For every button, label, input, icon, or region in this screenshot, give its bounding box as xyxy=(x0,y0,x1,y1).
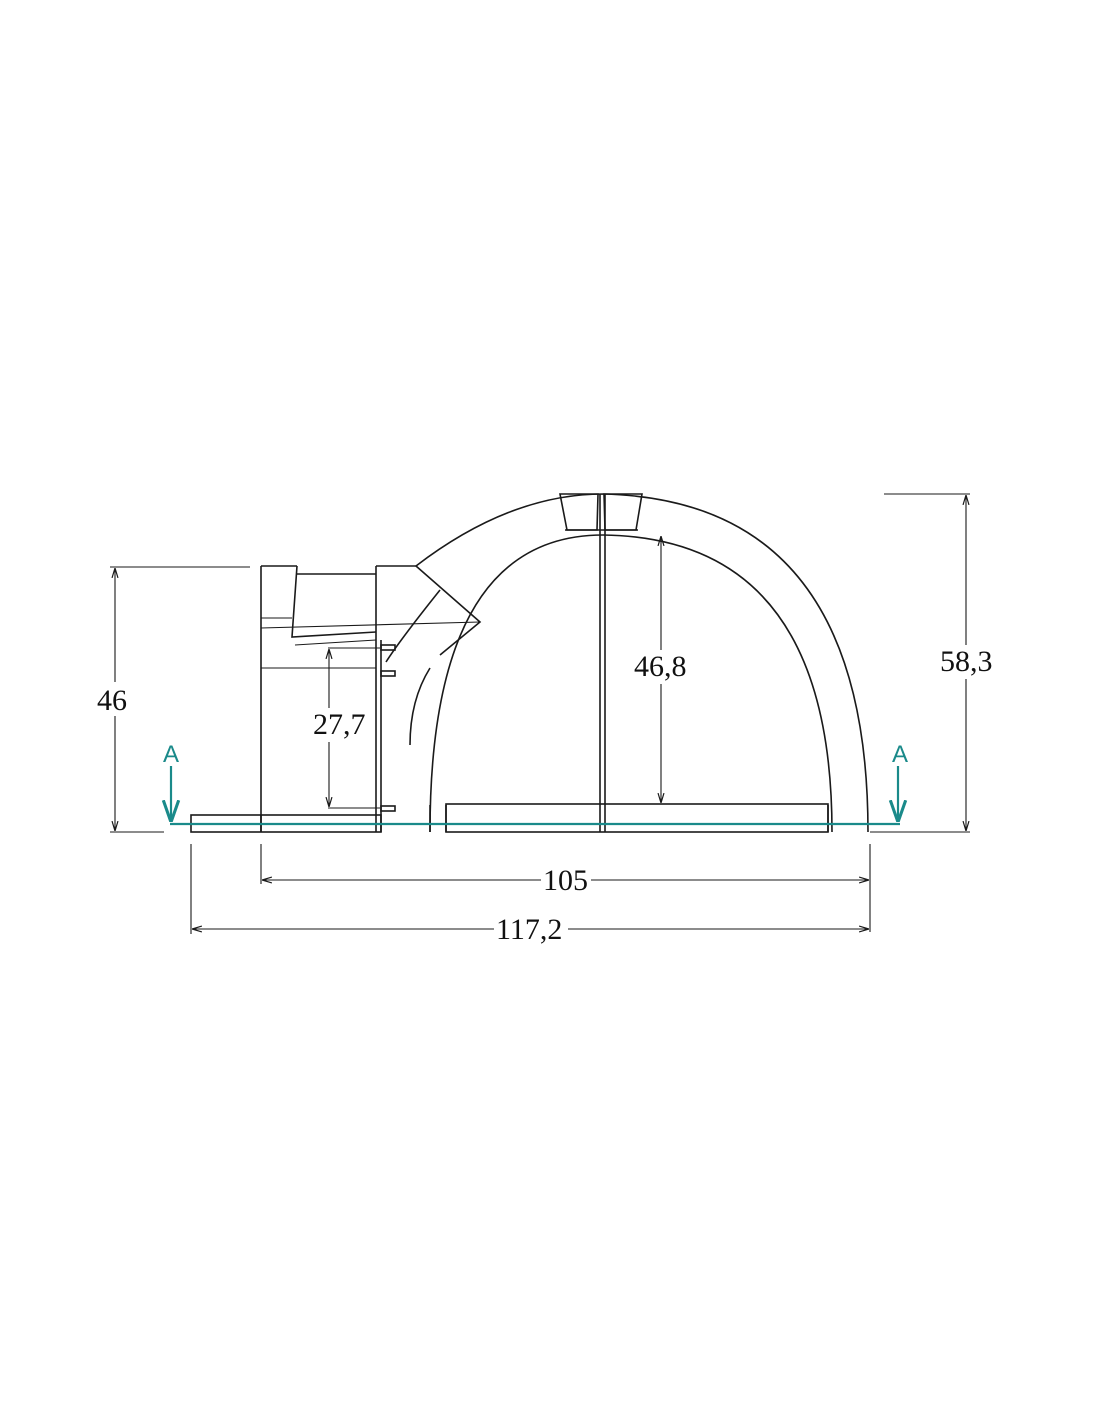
door-hood-line-2 xyxy=(260,621,481,629)
dim-inner-height: 46,8 xyxy=(632,537,692,802)
dim-oven-width: 105 xyxy=(260,844,871,932)
flue-shape xyxy=(415,565,482,656)
dim-front-height: 46 xyxy=(95,566,250,833)
door-arch xyxy=(409,667,431,746)
dim-total-height: 58,3 xyxy=(870,493,998,833)
door-section xyxy=(190,565,482,833)
dim-door-height-label: 27,7 xyxy=(313,708,366,741)
section-line: A A xyxy=(163,741,908,826)
chimney-block-right xyxy=(603,493,643,531)
dim-front-height-label: 46 xyxy=(97,684,127,717)
dome-inner-arc xyxy=(429,534,833,833)
dim-total-width: 117,2 xyxy=(190,844,868,946)
section-label-left: A xyxy=(163,741,179,768)
dome-outer-arc xyxy=(415,493,869,833)
dim-door-height: 27,7 xyxy=(312,647,380,809)
dim-total-height-label: 58,3 xyxy=(940,645,993,678)
section-label-right: A xyxy=(892,741,908,768)
dim-inner-height-label: 46,8 xyxy=(634,650,687,683)
door-hood xyxy=(291,565,377,638)
flue-curve xyxy=(385,589,441,663)
floor-slab xyxy=(445,803,829,833)
handle-top xyxy=(380,644,396,651)
handle-mid xyxy=(380,670,396,677)
dome xyxy=(415,493,869,833)
handle-bottom xyxy=(380,805,396,812)
dim-oven-width-label: 105 xyxy=(543,864,588,897)
dim-total-width-label: 117,2 xyxy=(496,913,562,946)
door-hood-line-3 xyxy=(294,639,377,646)
chimney-block-left xyxy=(559,493,599,531)
